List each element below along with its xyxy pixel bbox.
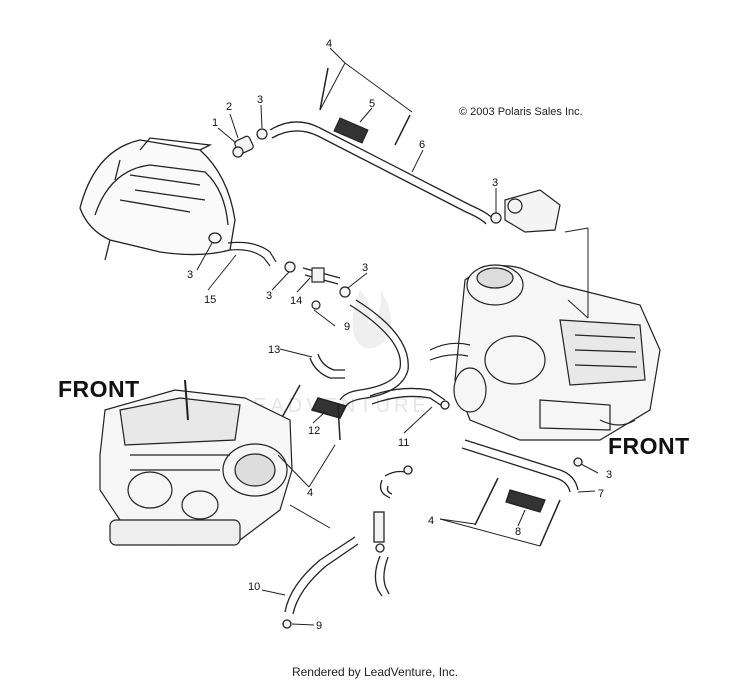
- front-label-left: FRONT: [58, 376, 140, 402]
- callout-9-b: 9: [316, 620, 322, 632]
- callout-15: 15: [204, 294, 216, 306]
- watermark: LEADVENTURE: [238, 290, 426, 417]
- callout-9-a: 9: [344, 321, 350, 333]
- hose-15-and-tee-14: [227, 241, 351, 310]
- hose-10-fittings: [282, 400, 450, 629]
- hose-6: [269, 121, 493, 225]
- sleeve-12-straps: [274, 384, 348, 441]
- callout-6: 6: [419, 139, 425, 151]
- callout-3-e: 3: [362, 262, 368, 274]
- callout-12: 12: [308, 425, 320, 437]
- callout-10: 10: [248, 581, 260, 593]
- engine-left-drawing: [99, 379, 293, 546]
- outlet-housing: [490, 189, 561, 233]
- engine-right-drawing: [429, 264, 661, 441]
- callout-4-a: 4: [326, 38, 332, 50]
- callout-11: 11: [398, 437, 409, 449]
- callout-2: 2: [226, 101, 232, 113]
- footer-credit: Rendered by LeadVenture, Inc.: [291, 665, 459, 679]
- fitting-1-2-3: [232, 128, 268, 158]
- airbox-drawing: [79, 137, 236, 261]
- callout-numbers: 1 2 3 3 3 3 3 3 4 4 4 5 6 7 8 9 9 10 11 …: [187, 38, 612, 632]
- front-label-right: FRONT: [608, 433, 690, 459]
- callout-3-f: 3: [606, 469, 612, 481]
- callout-3-b: 3: [492, 177, 498, 189]
- callout-4-b: 4: [307, 487, 313, 499]
- callout-5: 5: [369, 98, 375, 110]
- callout-3-c: 3: [187, 269, 193, 281]
- elbow-13: [309, 353, 345, 379]
- callout-3-a: 3: [257, 94, 263, 106]
- hose-7-sleeve-8: [461, 439, 583, 547]
- vent-hose-main: [339, 299, 446, 409]
- sleeve-5: [333, 117, 369, 144]
- callout-13: 13: [268, 344, 280, 356]
- callout-4-c: 4: [428, 515, 434, 527]
- callout-7: 7: [598, 488, 604, 500]
- straps-4-top: [319, 67, 411, 146]
- callout-3-d: 3: [266, 290, 272, 302]
- leader-lines: [196, 47, 599, 626]
- copyright-text: © 2003 Polaris Sales Inc.: [459, 106, 583, 118]
- callout-8: 8: [515, 526, 521, 538]
- callout-1: 1: [212, 117, 218, 129]
- callout-14: 14: [290, 295, 302, 307]
